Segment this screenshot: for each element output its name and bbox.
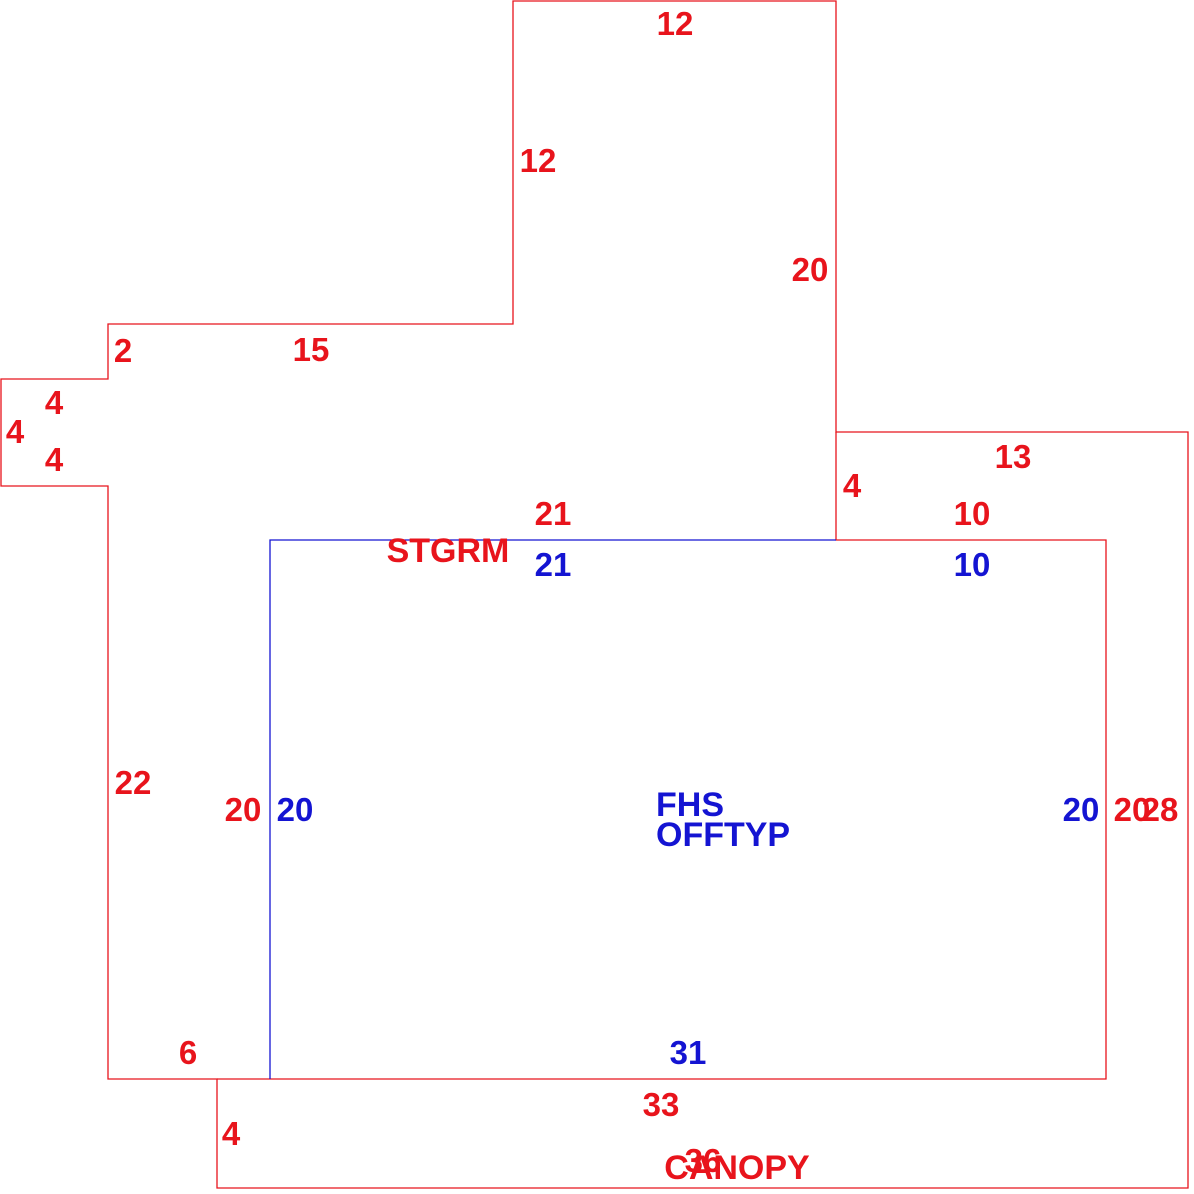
dim-fhs-top: 21 bbox=[535, 546, 572, 583]
dim-top-width: 12 bbox=[657, 5, 694, 42]
dim-office-right: 20 bbox=[1114, 791, 1151, 828]
dim-left-wall: 22 bbox=[115, 764, 152, 801]
room-label-storage: STGRM bbox=[387, 532, 510, 570]
dim-fhs-bottom: 31 bbox=[670, 1034, 707, 1071]
dim-annex-right: 28 bbox=[1142, 791, 1179, 828]
room-label-canopy: CANOPY bbox=[664, 1149, 810, 1187]
dim-storage-bottom: 21 bbox=[535, 495, 572, 532]
dim-canopy-left: 4 bbox=[222, 1115, 241, 1152]
dim-upper-left-wall: 12 bbox=[520, 142, 557, 179]
office-outline bbox=[269, 539, 836, 1079]
dim-upper-right-wall: 20 bbox=[792, 251, 829, 288]
annex-inner-outline bbox=[217, 432, 1107, 1080]
dim-fhs-right: 20 bbox=[1063, 791, 1100, 828]
room-label-office-line2: OFFTYP bbox=[656, 816, 790, 854]
dim-bump-top: 4 bbox=[45, 384, 64, 421]
dim-bump-bottom: 4 bbox=[45, 441, 64, 478]
dim-bottom-left: 6 bbox=[179, 1034, 197, 1071]
dim-fhs-top-right: 10 bbox=[954, 546, 991, 583]
dim-step-rise: 2 bbox=[114, 332, 132, 369]
dim-fhs-left: 20 bbox=[277, 791, 314, 828]
dim-annex-inner-top: 10 bbox=[954, 495, 991, 532]
dim-annex-left: 4 bbox=[843, 467, 862, 504]
dim-step-run: 15 bbox=[293, 331, 330, 368]
dim-bump-side: 4 bbox=[6, 413, 25, 450]
dim-annex-top: 13 bbox=[995, 438, 1032, 475]
dim-canopy-width: 36 bbox=[685, 1142, 722, 1179]
dim-office-bottom: 33 bbox=[643, 1086, 680, 1123]
room-label-office-line1: FHS bbox=[656, 786, 724, 824]
dim-storage-inner-side: 20 bbox=[225, 791, 262, 828]
